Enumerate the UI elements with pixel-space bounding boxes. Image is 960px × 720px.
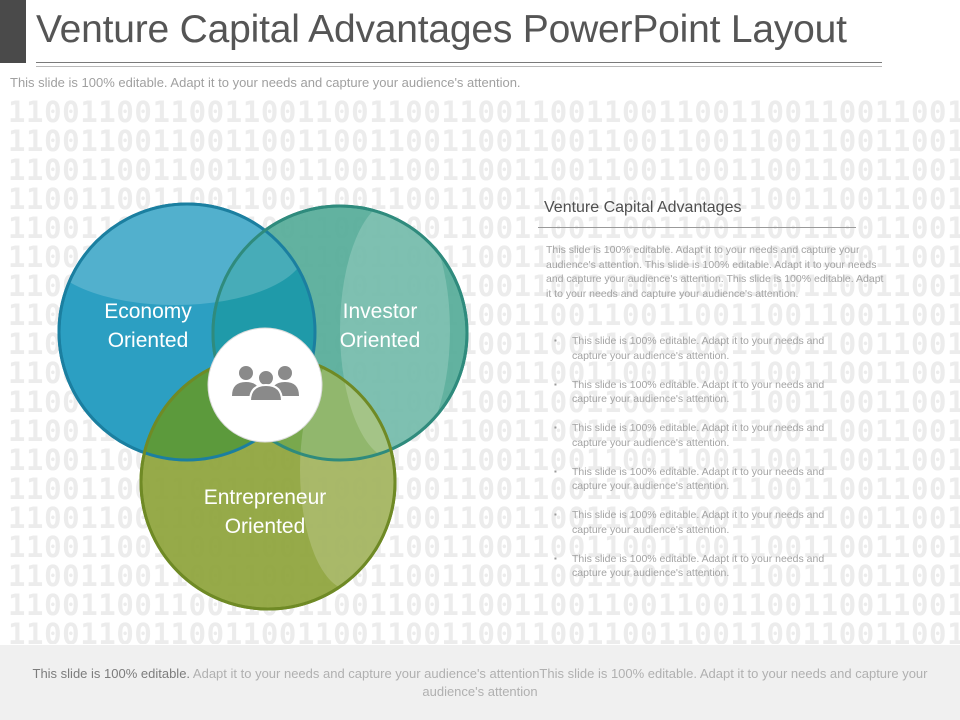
bullet-icon: ▪ (554, 553, 557, 563)
investor-label: Investor Oriented (320, 297, 440, 355)
bullet-text: This slide is 100% editable. Adapt it to… (572, 509, 825, 536)
footer-rest: Adapt it to your needs and capture your … (190, 666, 540, 681)
panel-heading: Venture Capital Advantages (544, 199, 742, 216)
bullet-text: This slide is 100% editable. Adapt it to… (572, 335, 825, 362)
venn-diagram (57, 202, 469, 611)
economy-label-line2: Oriented (107, 329, 189, 352)
entrepreneur-label-line2: Oriented (224, 515, 306, 538)
entrepreneur-label-line1: Entrepreneur (203, 486, 327, 509)
people-group-icon (232, 366, 299, 402)
economy-label-line1: Economy (104, 300, 192, 323)
footer-bar: This slide is 100% editable. Adapt it to… (0, 645, 960, 720)
bullet-list: ▪ This slide is 100% editable. Adapt it t… (552, 334, 852, 595)
bullet-text: This slide is 100% editable. Adapt it to… (572, 378, 825, 406)
bullet-icon: ▪ (554, 379, 557, 389)
bullet-text: This slide is 100% editable. Adapt it to… (572, 552, 825, 580)
economy-label: Economy Oriented (88, 297, 208, 355)
list-item: ▪ This slide is 100% editable. Adapt it t… (552, 465, 852, 509)
entrepreneur-label: Entrepreneur Oriented (185, 483, 345, 541)
bullet-icon: ▪ (554, 423, 557, 432)
footer-text: This slide is 100% editable. Adapt it to… (10, 665, 950, 701)
panel-paragraph: This slide is 100% editable. Adapt it to… (546, 244, 884, 300)
binary-pattern-row: 1100110011001100110011001100110011001100… (8, 588, 960, 622)
panel-divider (538, 227, 856, 228)
list-item: ▪ This slide is 100% editable. Adapt it t… (552, 508, 852, 552)
binary-pattern-row: 1100110011001100110011001100110011001100… (8, 96, 960, 129)
list-item: ▪ This slide is 100% editable. Adapt it t… (552, 334, 852, 378)
list-item: ▪ This slide is 100% editable. Adapt it t… (552, 421, 852, 465)
slide-subtitle: This slide is 100% editable. Adapt it to… (10, 75, 521, 90)
bullet-icon: ▪ (554, 510, 557, 519)
bullet-text: This slide is 100% editable. Adapt it to… (572, 422, 825, 449)
title-accent-bar (0, 0, 26, 63)
slide-title: Venture Capital Advantages PowerPoint La… (36, 8, 847, 51)
binary-pattern-row: 1100110011001100110011001100110011001100… (8, 124, 960, 158)
bullet-text: This slide is 100% editable. Adapt it to… (572, 465, 825, 493)
investor-label-line2: Oriented (339, 329, 421, 352)
binary-pattern-row: 1100110011001100110011001100110011001100… (8, 153, 960, 187)
list-item: ▪ This slide is 100% editable. Adapt it t… (552, 378, 852, 422)
binary-pattern-row: 1100110011001100110011001100110011001100… (8, 617, 960, 644)
bullet-icon: ▪ (554, 336, 557, 345)
list-item: ▪ This slide is 100% editable. Adapt it t… (552, 552, 852, 596)
binary-pattern-row: 1100110011001100110011001100110011001100… (8, 559, 960, 593)
investor-label-line1: Investor (342, 300, 418, 323)
title-underline-secondary (36, 66, 882, 67)
bullet-icon: ▪ (554, 466, 557, 476)
title-underline (36, 62, 882, 63)
footer-tail: This slide is 100% editable. Adapt it to… (422, 666, 928, 699)
footer-lead: This slide is 100% editable. (32, 666, 191, 681)
